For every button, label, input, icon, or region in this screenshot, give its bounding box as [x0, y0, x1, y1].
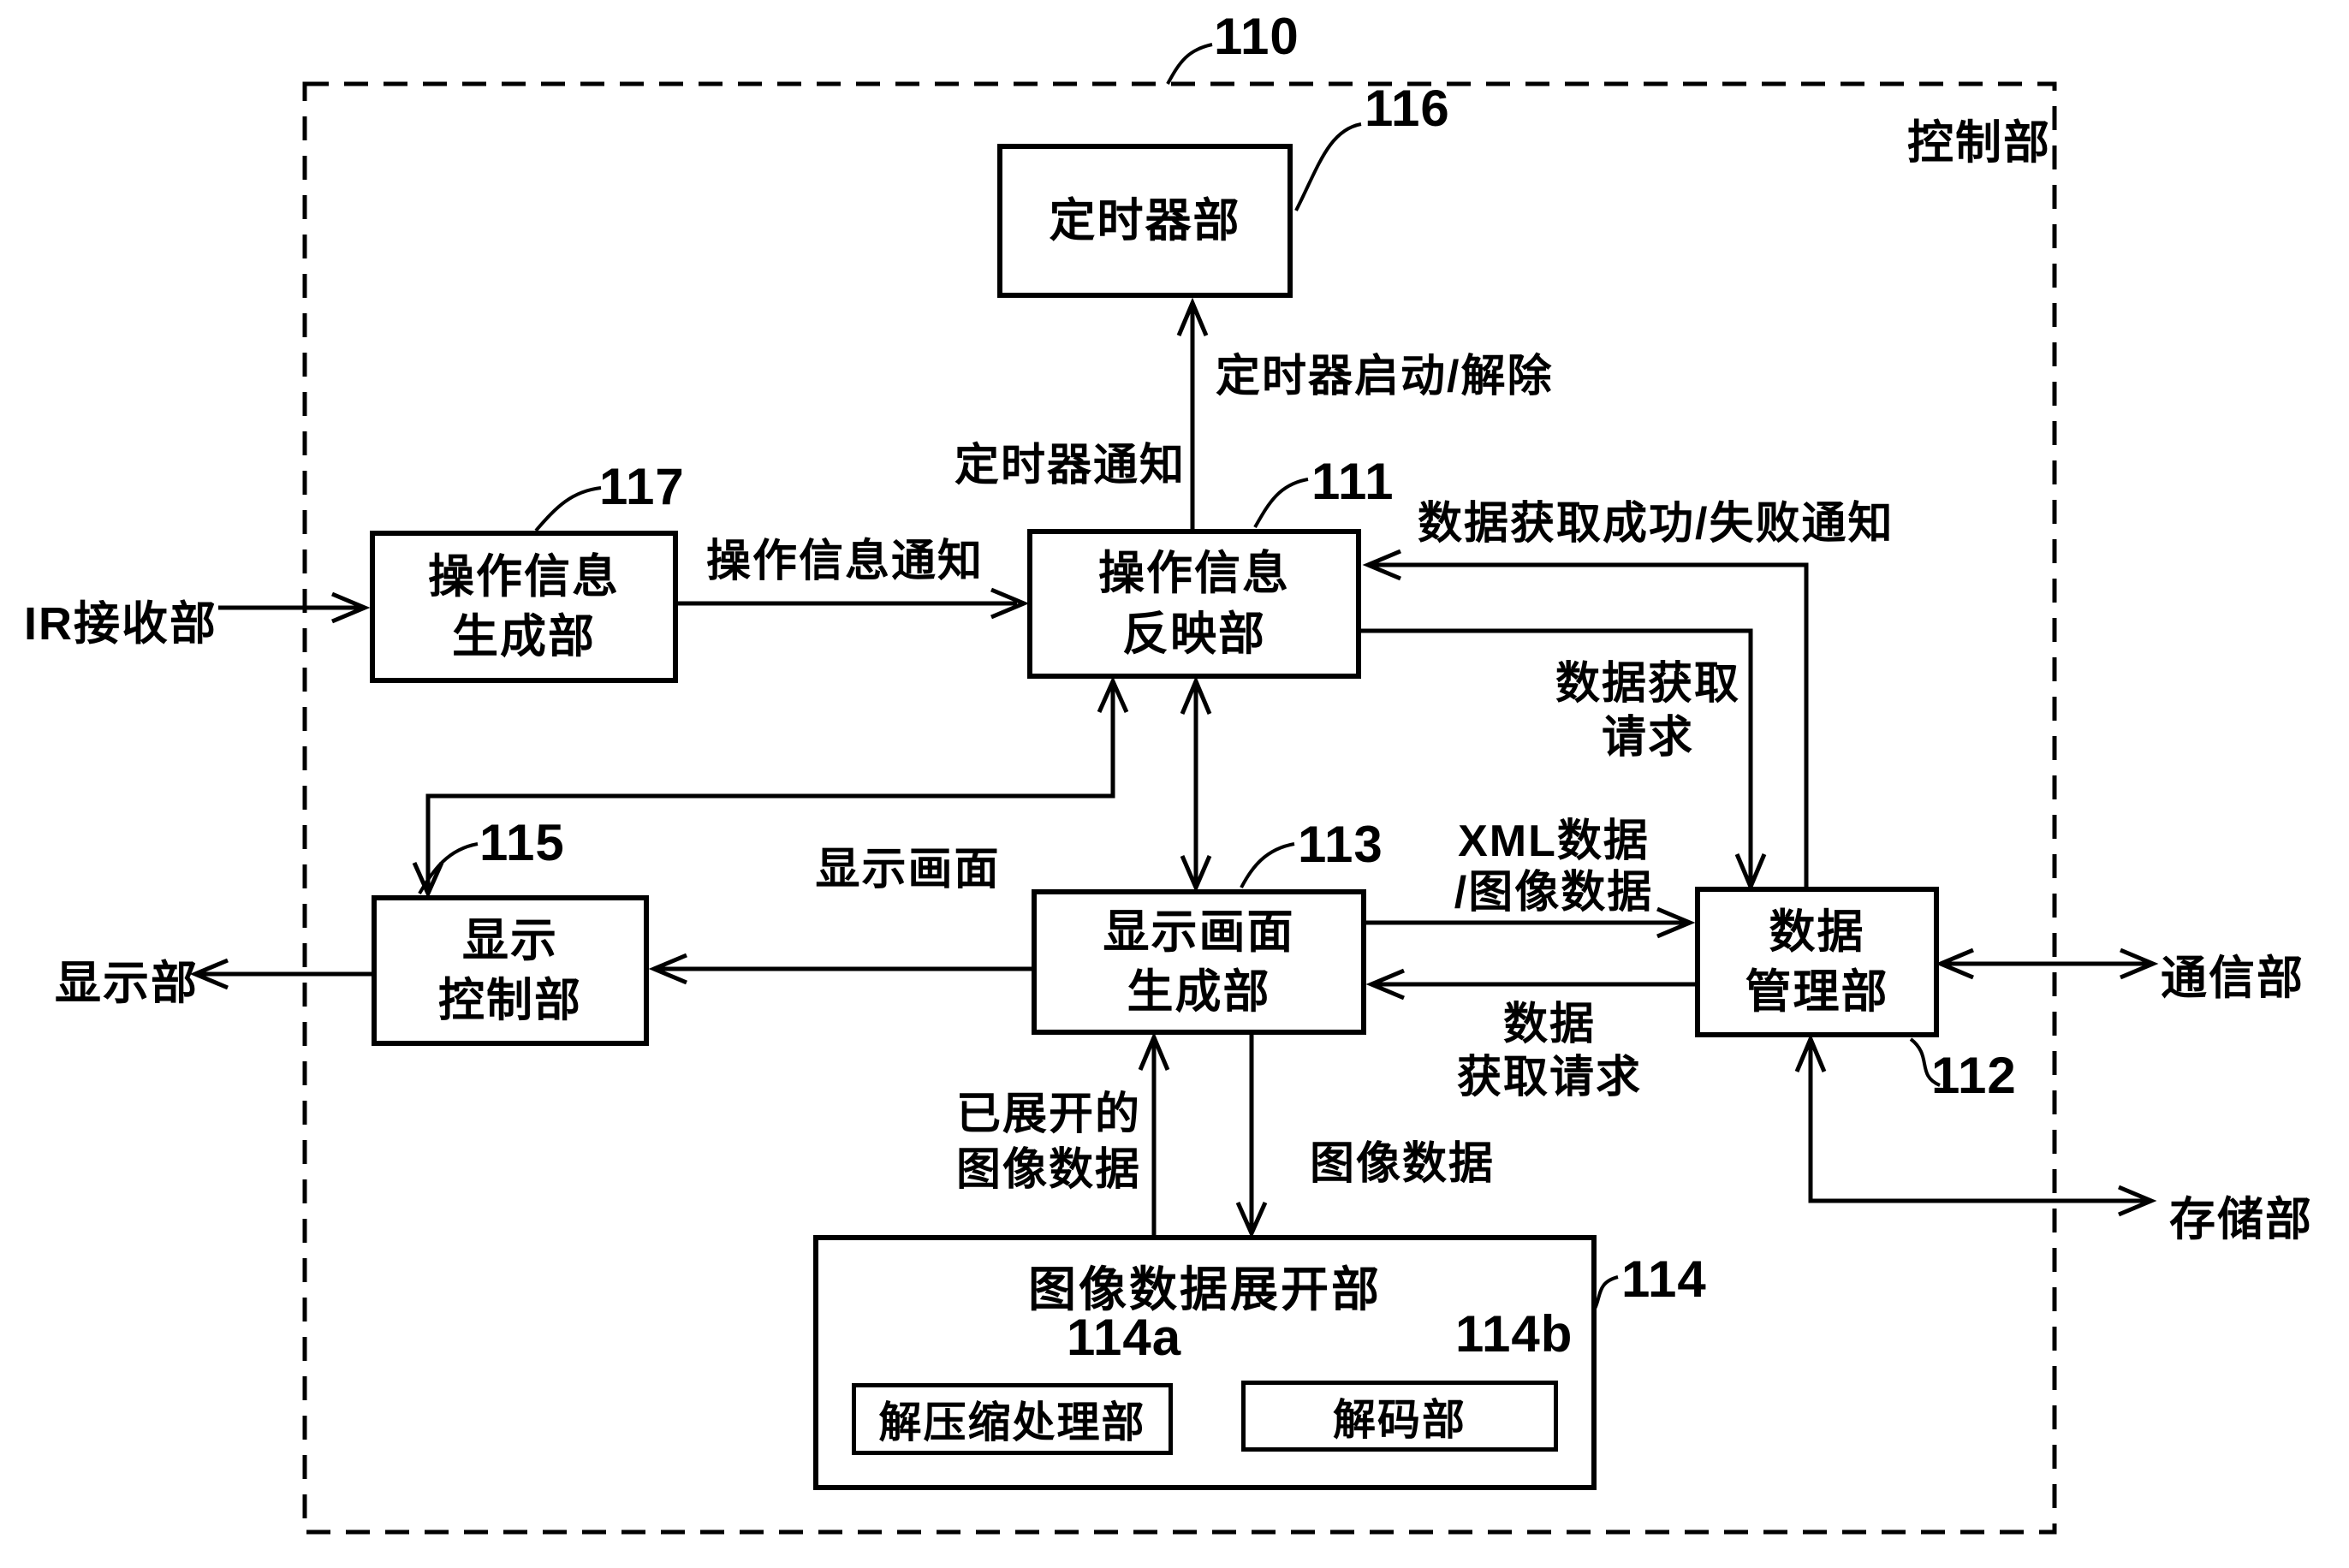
edge-label-op-notify: 操作信息通知	[706, 537, 984, 586]
block-timer: 定时器部	[997, 144, 1293, 298]
edge-label-expanded-line2: 图像数据	[955, 1145, 1141, 1195]
external-communication: 通信部	[2161, 953, 2304, 1004]
arrowhead-displayctrl-to-display	[189, 958, 229, 990]
block-timer-label: 定时器部	[1049, 194, 1241, 246]
arrowhead-into-storage	[2118, 1185, 2157, 1217]
control-unit-label: 控制部	[1907, 117, 2051, 169]
ref-113: 113	[1298, 816, 1383, 873]
block-operation-info-reflection: 操作信息 反映部	[1027, 529, 1361, 679]
block-display-ctrl-line1: 显示	[462, 914, 558, 966]
edge-label-xml-line2: /图像数据	[1454, 867, 1654, 918]
edge-label-xml-line1: XML数据	[1458, 817, 1650, 866]
ref-112: 112	[1931, 1047, 2017, 1104]
edge-label-fetch-result: 数据获取成功/失败通知	[1418, 499, 1894, 549]
block-data-mgmt-line1: 数据	[1769, 906, 1865, 958]
edge-label-display-screen: 显示画面	[815, 845, 1001, 894]
edge-label-fetch-request2-line2: 获取请求	[1456, 1053, 1642, 1103]
arrowhead-datamgmt-to-screengen	[1365, 968, 1405, 1001]
external-display: 显示部	[55, 958, 199, 1009]
ref-111: 111	[1311, 453, 1395, 510]
block-op-gen-line2: 生成部	[452, 611, 596, 662]
ref-114: 114	[1621, 1250, 1707, 1308]
leader-116	[1294, 122, 1362, 211]
external-storage: 存储部	[2169, 1194, 2313, 1245]
arrow-opreflect-to-datamgmt	[1361, 628, 1753, 882]
block-display-control: 显示 控制部	[372, 895, 649, 1046]
arrowhead-opgen-to-opreflect	[990, 587, 1030, 620]
block-op-reflect-line2: 反映部	[1122, 608, 1266, 660]
arrowhead-into-displayctrl-top	[412, 861, 444, 900]
leader-113	[1240, 842, 1295, 888]
leader-117	[534, 486, 602, 532]
block-op-gen-line1: 操作信息	[428, 550, 620, 603]
block-display-ctrl-line2: 控制部	[438, 975, 582, 1026]
block-data-management: 数据 管理部	[1695, 887, 1939, 1037]
ref-114a: 114a	[1067, 1309, 1182, 1366]
arrowhead-into-datamgmt-bottom	[1794, 1033, 1827, 1072]
edge-label-fetch-request2-line1: 数据	[1502, 1000, 1596, 1049]
edge-label-fetch-request: 数据获取 请求	[1519, 657, 1776, 766]
edge-label-timer-start: 定时器启动/解除	[1216, 352, 1554, 401]
edge-label-expanded-line1: 已展开的	[955, 1090, 1141, 1139]
arrowhead-screengen-to-datamgmt	[1656, 906, 1696, 939]
arrowhead-into-datamgmt-right	[1935, 947, 1974, 980]
block-image-data-expansion-title: 图像数据展开部	[1028, 1262, 1382, 1316]
arrowhead-screengen-to-displayctrl	[648, 953, 687, 985]
block-operation-info-generation: 操作信息 生成部	[370, 531, 678, 683]
ref-117: 117	[599, 458, 685, 515]
block-decompression: 解压缩处理部	[852, 1383, 1173, 1455]
edge-label-fetch-request-line1: 数据获取	[1555, 659, 1740, 709]
arrowhead-imgexpand-to-screengen	[1138, 1031, 1170, 1071]
leader-111	[1253, 478, 1309, 528]
ref-116: 116	[1365, 80, 1450, 137]
arrowhead-opreflect-to-timer	[1176, 297, 1209, 336]
arrow-datamgmt-to-opreflect	[1373, 562, 1809, 887]
edge-label-expanded-image-data: 已展开的 图像数据	[933, 1087, 1164, 1198]
external-ir-receiver: IR接收部	[24, 598, 217, 650]
edge-label-image-data: 图像数据	[1310, 1139, 1496, 1189]
arrow-datamgmt-storage	[1808, 1042, 2146, 1203]
ref-110: 110	[1214, 8, 1299, 65]
arrowhead-into-comm	[2120, 947, 2159, 980]
edge-label-xml-image-data: XML数据 /图像数据	[1412, 817, 1695, 919]
arrow-opreflect-displayctrl	[425, 685, 1115, 890]
edge-label-timer-notify: 定时器通知	[954, 441, 1186, 490]
arrowhead-screengen-to-imgexpand	[1235, 1201, 1268, 1239]
leader-112	[1909, 1037, 1941, 1087]
leader-110	[1166, 43, 1213, 85]
edge-label-fetch-request-line2: 请求	[1601, 713, 1694, 763]
leader-115	[418, 842, 479, 894]
block-data-mgmt-line2: 管理部	[1745, 966, 1889, 1018]
edge-label-fetch-request-2: 数据 获取请求	[1421, 998, 1678, 1105]
block-display-screen-generation: 显示画面 生成部	[1032, 889, 1366, 1035]
block-op-reflect-line1: 操作信息	[1098, 548, 1290, 600]
ref-115: 115	[479, 814, 565, 871]
block-screen-gen-line1: 显示画面	[1103, 906, 1295, 958]
ref-114b: 114b	[1455, 1305, 1573, 1363]
control-unit-dashed-border	[302, 81, 2057, 1535]
block-decoder: 解码部	[1241, 1381, 1558, 1452]
arrowhead-into-opreflect-bottom	[1180, 675, 1212, 715]
arrowhead-datamgmt-to-opreflect	[1362, 549, 1401, 581]
arrowhead-into-screengen-top	[1180, 855, 1212, 894]
arrowhead-into-opreflect-left	[1097, 675, 1129, 714]
arrowhead-ir-to-opgen	[331, 591, 371, 624]
block-screen-gen-line2: 生成部	[1127, 966, 1271, 1018]
